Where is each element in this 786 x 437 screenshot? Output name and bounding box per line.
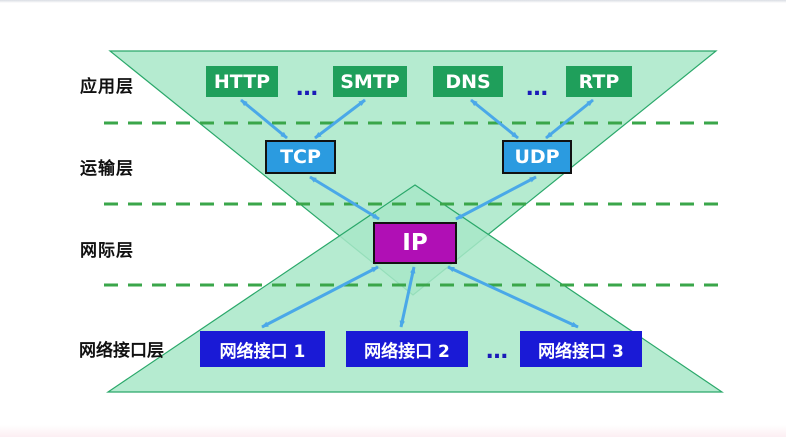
arrow-udp-ip: [455, 175, 537, 221]
arrow-tcp-ip: [309, 175, 380, 221]
protocol-box-rtp: RTP: [566, 66, 632, 97]
network-interface-box-3: 网络接口 3: [520, 331, 642, 367]
arrow-ip-nic1: [261, 265, 379, 329]
arrow-http-tcp: [240, 98, 288, 140]
arrow-ip-nic3: [447, 265, 579, 329]
network-interface-box-2: 网络接口 2: [346, 331, 468, 367]
arrow-smtp-tcp: [314, 98, 366, 140]
protocol-box-http: HTTP: [206, 66, 278, 97]
layer-label-interface: 网络接口层: [79, 341, 164, 361]
layer-label-application: 应用层: [80, 77, 134, 97]
protocol-box-udp: UDP: [502, 140, 572, 174]
ellipsis-interface: …: [486, 339, 508, 364]
ellipsis-application-left: …: [296, 76, 318, 101]
arrow-ip-nic2: [399, 266, 416, 328]
arrow-dns-udp: [470, 98, 519, 140]
protocol-box-smtp: SMTP: [333, 66, 407, 97]
arrow-rtp-udp: [545, 98, 594, 140]
layer-label-transport: 运输层: [80, 159, 134, 179]
layer-label-network: 网际层: [80, 241, 134, 261]
bottom-edge: [0, 425, 786, 437]
top-border: [0, 0, 786, 3]
network-interface-box-1: 网络接口 1: [200, 331, 325, 367]
ellipsis-application-right: …: [526, 76, 548, 101]
protocol-box-ip: IP: [373, 222, 457, 264]
protocol-box-tcp: TCP: [265, 140, 336, 174]
protocol-box-dns: DNS: [433, 66, 503, 97]
